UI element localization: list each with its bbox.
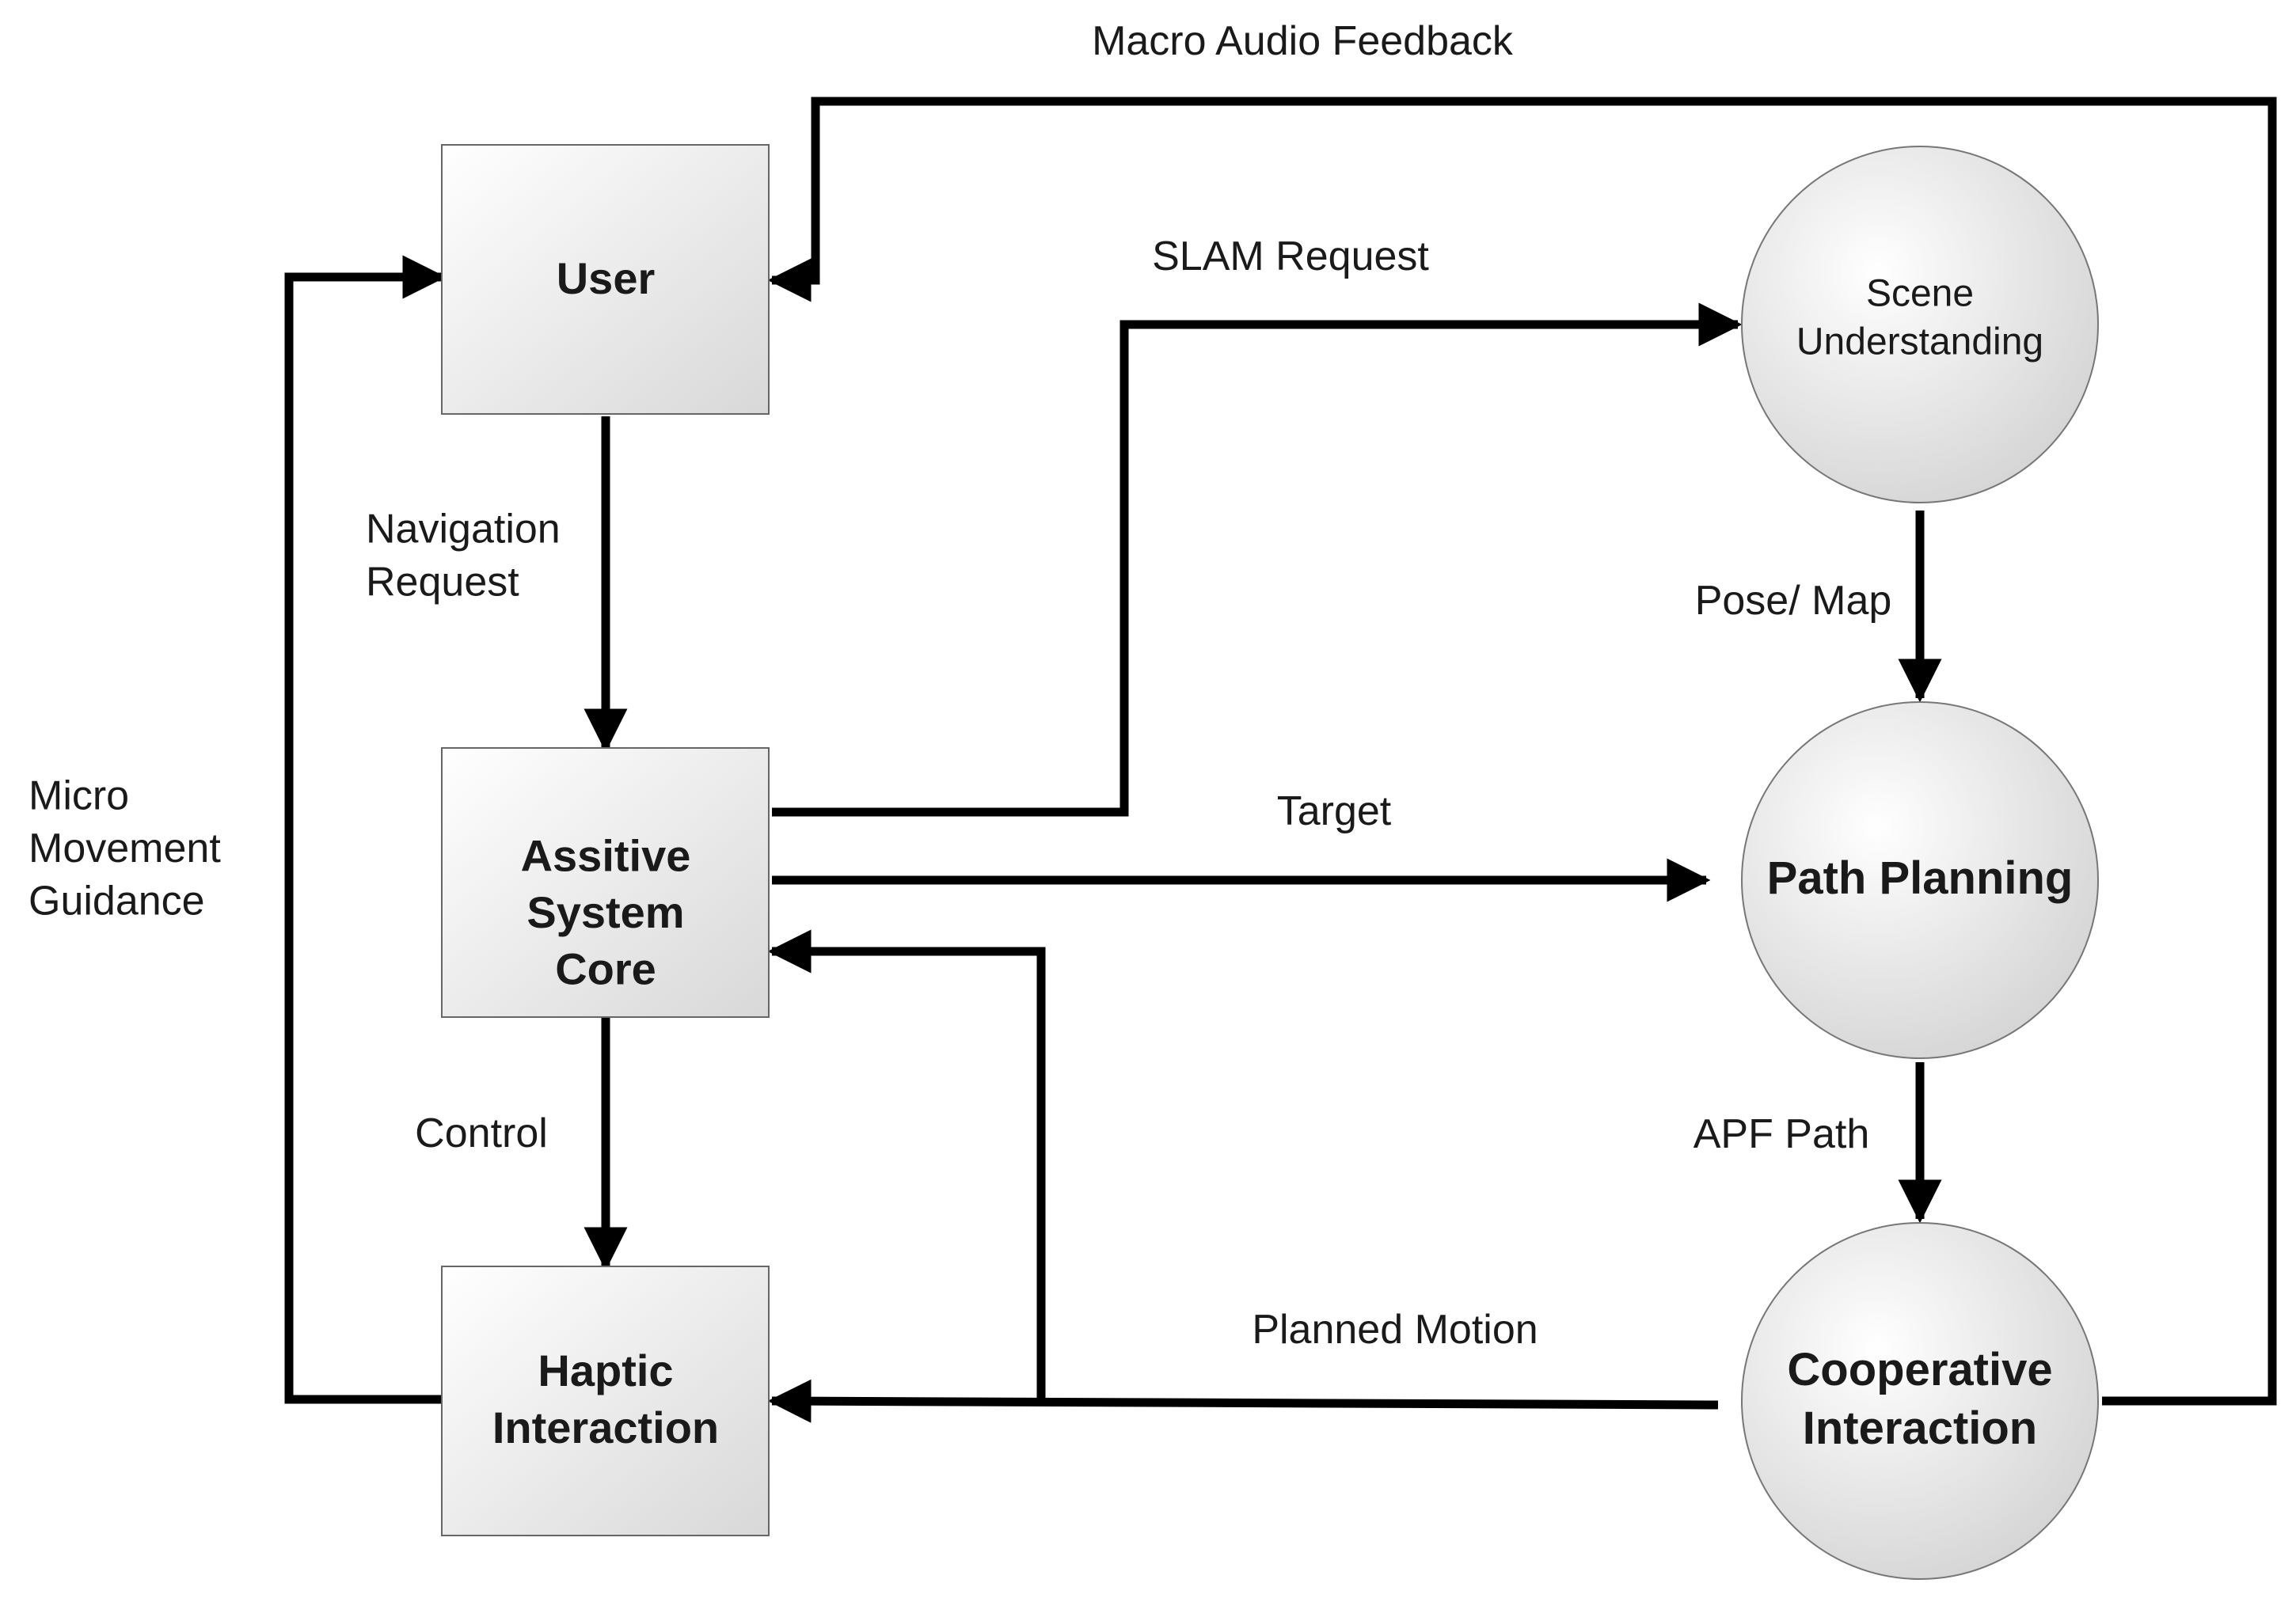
- cooperative-interaction-label-line: Cooperative: [1787, 1344, 2052, 1395]
- haptic-interaction-box: [441, 1266, 770, 1536]
- edge-micro-movement-guidance: [284, 255, 447, 1404]
- slam-request-label-line: SLAM Request: [1152, 233, 1429, 279]
- target-label: Target: [1277, 788, 1392, 834]
- macro-audio-feedback-label: Macro Audio Feedback: [1092, 18, 1514, 64]
- cooperative-interaction-circle: [1741, 1222, 2099, 1580]
- slam-request-label: SLAM Request: [1152, 233, 1429, 279]
- micro-movement-guidance-label-line: Micro: [29, 773, 129, 818]
- planned-motion-label: Planned Motion: [1252, 1307, 1538, 1353]
- control-label: Control: [415, 1110, 548, 1156]
- path-planning-label: Path Planning: [1767, 852, 2074, 904]
- edge-planned-motion: [767, 1379, 1719, 1423]
- apf-path-label-line: APF Path: [1693, 1111, 1870, 1157]
- scene-understanding-label-line: Understanding: [1796, 321, 2043, 363]
- planned-motion-label-line: Planned Motion: [1252, 1307, 1538, 1353]
- control-label-line: Control: [415, 1110, 548, 1156]
- micro-movement-guidance-label-line: Movement: [29, 826, 221, 871]
- assistive-system-core-label-line: Assitive: [521, 830, 691, 880]
- navigation-request-label-line: Navigation: [366, 506, 561, 552]
- pose-map-label: Pose/ Map: [1695, 578, 1892, 624]
- haptic-interaction-label-line: Haptic: [538, 1346, 673, 1395]
- edge-slam-request: [772, 302, 1743, 817]
- path-planning-label-line: Path Planning: [1767, 852, 2074, 904]
- target-label-line: Target: [1277, 788, 1392, 834]
- apf-path-label: APF Path: [1693, 1111, 1870, 1157]
- user-label-line: User: [557, 253, 656, 303]
- assistive-system-core-label-line: Core: [555, 943, 656, 993]
- haptic-interaction-label-line: Interaction: [492, 1403, 719, 1452]
- assistive-system-core-label-line: System: [526, 887, 684, 937]
- macro-audio-feedback-label-line: Macro Audio Feedback: [1092, 18, 1514, 64]
- edge-macro-audio-feedback: [767, 97, 2277, 1406]
- user-box: [441, 144, 770, 415]
- edges: [284, 97, 2277, 1423]
- edge-labels: Macro Audio Feedback SLAM Request Naviga…: [29, 18, 1891, 1353]
- pose-map-label-line: Pose/ Map: [1695, 578, 1892, 624]
- user-label: User: [557, 253, 656, 303]
- edge-planned-motion-branch: [767, 929, 1046, 1401]
- assistive-system-core-box: [441, 747, 770, 1018]
- path-planning-circle: [1741, 701, 2099, 1059]
- micro-movement-guidance-label-line: Guidance: [29, 878, 205, 924]
- scene-understanding-label-line: Scene: [1866, 272, 1974, 314]
- cooperative-interaction-label-line: Interaction: [1803, 1403, 2038, 1454]
- scene-understanding-circle: [1741, 146, 2099, 503]
- navigation-request-label-line: Request: [366, 559, 519, 605]
